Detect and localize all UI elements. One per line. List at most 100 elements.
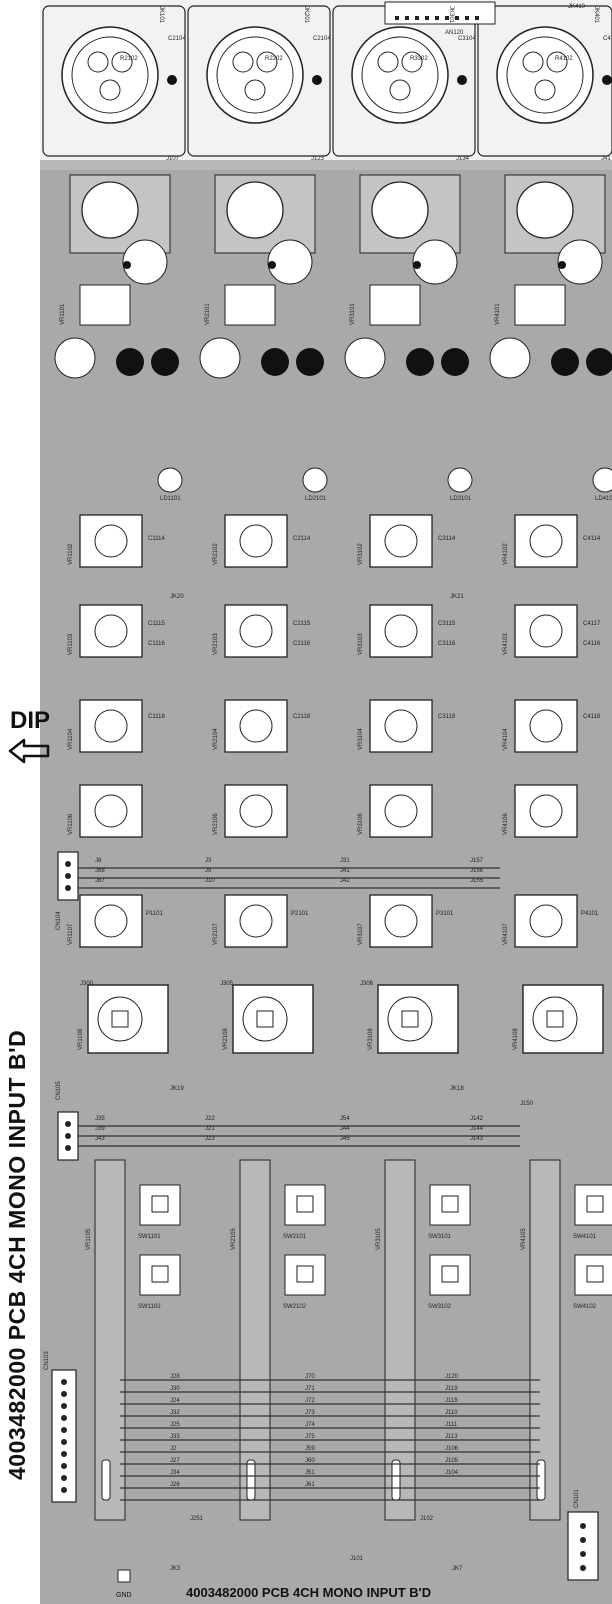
pot-shaft <box>239 524 273 558</box>
dip-arrow-icon <box>8 738 50 764</box>
trim-pot-label: VR4101 <box>495 303 501 325</box>
jack-label: JK101 <box>158 6 164 24</box>
pot-footprint <box>224 604 288 658</box>
bus-label: J110 <box>445 1410 458 1416</box>
xlr-pin <box>377 51 399 73</box>
bus-label: J23 <box>205 1136 215 1142</box>
fader-label: VR2105 <box>231 1228 237 1250</box>
jumper-label: J101 <box>350 1556 364 1562</box>
switch-label: SW2101 <box>283 1234 307 1240</box>
bus-label: J21 <box>205 1126 215 1132</box>
capacitor <box>412 239 458 285</box>
bus-label: J143 <box>470 1136 484 1142</box>
jumper-label: J300 <box>80 981 94 987</box>
pot-label: VR3102 <box>358 543 364 565</box>
pot-label: VR1104 <box>68 728 74 750</box>
switch-label: SW3101 <box>428 1234 452 1240</box>
switch-button <box>296 1265 314 1283</box>
pot-footprint <box>79 784 143 838</box>
pot-label: VR1102 <box>68 543 74 565</box>
bus-label: J39 <box>95 1126 105 1132</box>
bus-label: J118 <box>445 1398 458 1404</box>
bus-label: J155 <box>470 878 484 884</box>
switch-footprint <box>574 1254 612 1296</box>
switch-label: SW1102 <box>138 1304 161 1310</box>
gnd-pad <box>117 1569 131 1583</box>
bus-label: J28 <box>170 1374 180 1380</box>
bus-label: J72 <box>305 1398 315 1404</box>
bus-label: J105 <box>445 1458 459 1464</box>
bus-label: J157 <box>470 858 484 864</box>
pot-shaft <box>94 794 128 828</box>
fader-slot <box>536 1459 546 1501</box>
pot-label: VR2106 <box>213 813 219 835</box>
transistor <box>151 348 179 376</box>
bus-label: J8 <box>95 858 102 864</box>
transistor <box>296 348 324 376</box>
jk-label: JK18 <box>450 1086 464 1092</box>
xlr-jack <box>206 26 304 124</box>
phone-jack <box>516 181 574 239</box>
transistor <box>406 348 434 376</box>
pot-footprint <box>79 604 143 658</box>
jumper-label: J41 <box>601 156 611 162</box>
bus-label: J106 <box>445 1446 459 1452</box>
switch-button <box>441 1195 459 1213</box>
switch-footprint <box>284 1254 326 1296</box>
pot-footprint <box>369 604 433 658</box>
capacitor-label: C1114 <box>148 536 165 542</box>
fader-label: VR4105 <box>521 1228 527 1250</box>
jack-label: JK401 <box>593 6 599 24</box>
pot-label: VR3104 <box>358 728 364 750</box>
pot-shaft <box>94 709 128 743</box>
pot-footprint <box>514 699 578 753</box>
pot-footprint <box>514 514 578 568</box>
xlr-pin <box>111 51 133 73</box>
via-pad <box>558 261 566 269</box>
switch-label: SW4101 <box>573 1234 597 1240</box>
bus-label: J33 <box>170 1434 180 1440</box>
bus-label: J2 <box>170 1446 177 1452</box>
capacitor-label: C4118 <box>583 714 601 720</box>
connector-label: CN104 <box>56 911 62 930</box>
pot-label: VR3107 <box>358 923 364 945</box>
fader-slot <box>391 1459 401 1501</box>
pot-label: VR2102 <box>213 543 219 565</box>
pot-footprint <box>224 699 288 753</box>
pot-label: VR4103 <box>503 633 509 655</box>
pot-shaft <box>239 709 273 743</box>
switch-footprint <box>429 1254 471 1296</box>
led-label: LD3101 <box>450 496 472 502</box>
bus-label: J3 <box>205 858 212 864</box>
gnd-label: GND <box>116 1592 132 1599</box>
jumper-label: J107 <box>166 156 180 162</box>
trim-pot <box>79 284 131 326</box>
pot-label: VR4102 <box>503 543 509 565</box>
bus-label: J120 <box>445 1374 459 1380</box>
left-connector-2 <box>57 1111 79 1161</box>
capacitor-label: C2104 <box>168 36 186 42</box>
capacitor-label: C1118 <box>148 714 165 720</box>
pot-footprint <box>514 604 578 658</box>
led-label: LD1101 <box>160 496 181 502</box>
pot-footprint <box>79 514 143 568</box>
fader-label: VR3105 <box>376 1228 382 1250</box>
capacitor-label: C3116 <box>438 641 456 647</box>
xlr-pin <box>256 51 278 73</box>
bus-label: J74 <box>305 1422 315 1428</box>
gain-pot-knob <box>387 996 433 1042</box>
pot-footprint <box>514 894 578 948</box>
gain-pot-label: VR4108 <box>513 1028 519 1050</box>
gain-pot-center <box>546 1010 564 1028</box>
xlr-pin <box>232 51 254 73</box>
channel-strip: R4102C4104JK401J41VR4101LD4101VR4102VR41… <box>489 6 612 1521</box>
gain-pot-label: VR2108 <box>223 1028 229 1050</box>
led <box>157 467 183 493</box>
connector-label: CN103 <box>44 1351 50 1370</box>
trim-pot-label: VR1101 <box>60 303 66 325</box>
switch-footprint <box>284 1184 326 1226</box>
fader-track <box>239 1159 271 1521</box>
bus-label: J88 <box>95 868 105 874</box>
xlr-pin <box>522 51 544 73</box>
